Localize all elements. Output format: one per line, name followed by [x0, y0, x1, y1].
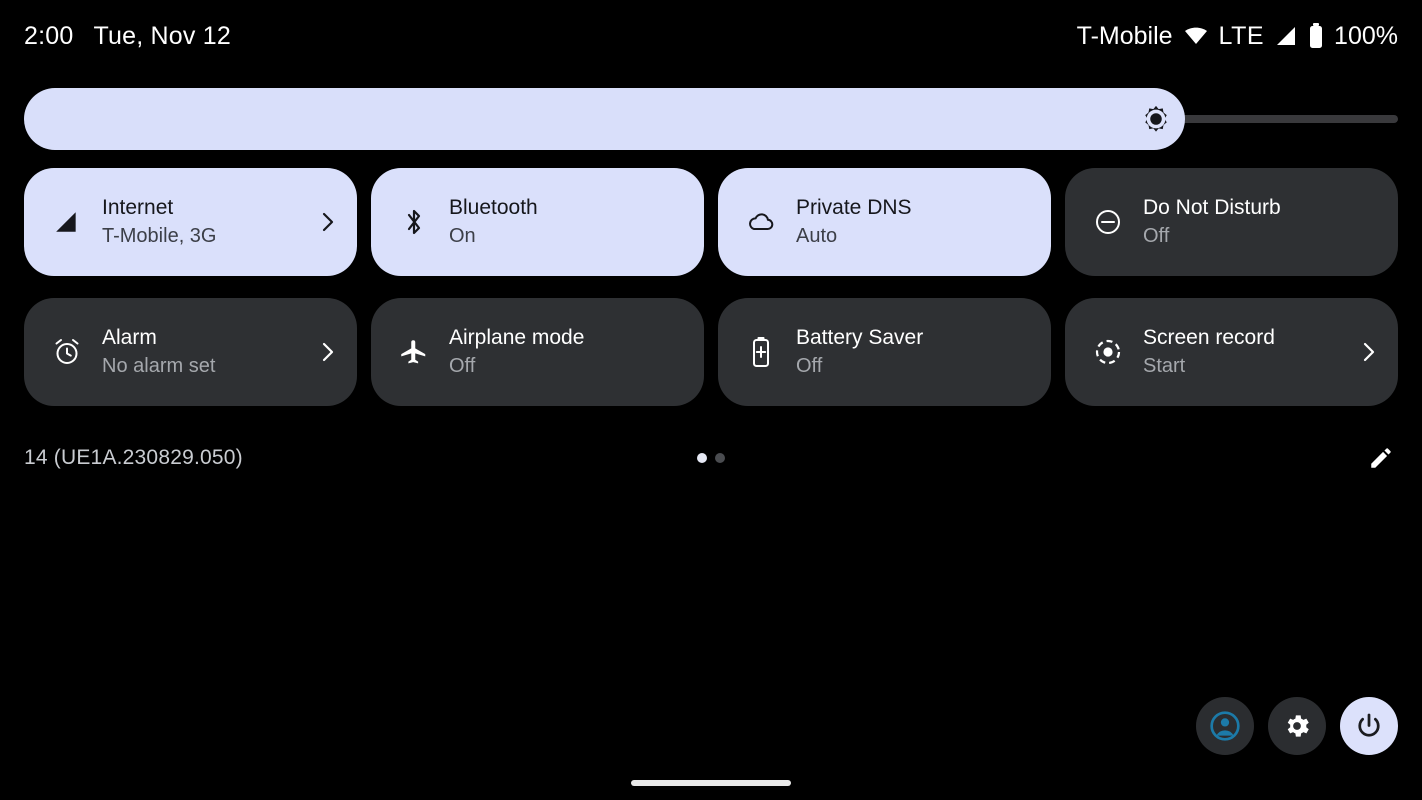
brightness-slider[interactable]	[24, 88, 1398, 150]
cell-signal-icon	[1274, 25, 1298, 47]
tile-subtitle: No alarm set	[102, 355, 216, 377]
tile-text: Bluetooth On	[449, 195, 646, 249]
settings-button[interactable]	[1268, 697, 1326, 755]
home-indicator[interactable]	[631, 780, 791, 786]
carrier-label: T-Mobile	[1076, 21, 1173, 50]
brightness-row	[24, 88, 1398, 150]
tile-subtitle: On	[449, 225, 476, 247]
status-bar: 2:00 Tue, Nov 12 T-Mobile LTE 100%	[0, 0, 1422, 72]
user-switcher-button[interactable]	[1196, 697, 1254, 755]
tile-title: Private DNS	[796, 196, 912, 219]
tile-title: Internet	[102, 196, 174, 219]
tile-private-dns[interactable]: Private DNS Auto	[718, 168, 1051, 276]
chevron-right-icon[interactable]	[317, 205, 339, 239]
cell-signal-icon	[50, 205, 84, 239]
chevron-right-icon[interactable]	[317, 335, 339, 369]
page-dot-active[interactable]	[697, 453, 707, 463]
tile-subtitle: Start	[1143, 355, 1186, 377]
battery-saver-icon	[744, 335, 778, 369]
page-indicator	[697, 453, 725, 463]
quick-settings-tile-grid: Internet T-Mobile, 3G Bluetooth On	[24, 168, 1398, 406]
tile-title: Alarm	[102, 326, 157, 349]
tile-battery-saver[interactable]: Battery Saver Off	[718, 298, 1051, 406]
bluetooth-icon	[397, 205, 431, 239]
tile-do-not-disturb[interactable]: Do Not Disturb Off	[1065, 168, 1398, 276]
quick-settings-footer: 14 (UE1A.230829.050)	[24, 438, 1398, 478]
status-time: 2:00	[24, 21, 74, 50]
tile-text: Private DNS Auto	[796, 195, 993, 249]
build-version-label: 14 (UE1A.230829.050)	[24, 446, 243, 469]
tile-airplane-mode[interactable]: Airplane mode Off	[371, 298, 704, 406]
do-not-disturb-icon	[1091, 205, 1125, 239]
tile-subtitle: T-Mobile, 3G	[102, 225, 217, 247]
tile-subtitle: Off	[796, 355, 823, 377]
brightness-fill	[24, 88, 1186, 150]
screen-record-icon	[1091, 335, 1125, 369]
alarm-clock-icon	[50, 335, 84, 369]
battery-full-icon	[1308, 23, 1324, 49]
pencil-edit-icon[interactable]	[1364, 441, 1398, 475]
status-bar-right: T-Mobile LTE 100%	[1077, 22, 1398, 51]
tile-title: Battery Saver	[796, 326, 924, 349]
footer-action-buttons	[1196, 697, 1398, 755]
chevron-right-icon[interactable]	[1358, 335, 1380, 369]
tile-text: Internet T-Mobile, 3G	[102, 195, 299, 249]
power-button[interactable]	[1340, 697, 1398, 755]
tile-screen-record[interactable]: Screen record Start	[1065, 298, 1398, 406]
network-type-label: LTE	[1218, 21, 1265, 50]
brightness-icon	[1141, 104, 1171, 134]
tile-title: Do Not Disturb	[1143, 196, 1281, 219]
tile-text: Alarm No alarm set	[102, 325, 299, 379]
wifi-icon	[1183, 25, 1209, 47]
status-bar-left: 2:00 Tue, Nov 12	[24, 22, 231, 51]
tile-bluetooth[interactable]: Bluetooth On	[371, 168, 704, 276]
tile-subtitle: Off	[449, 355, 476, 377]
tile-text: Battery Saver Off	[796, 325, 993, 379]
airplane-icon	[397, 335, 431, 369]
tile-text: Airplane mode Off	[449, 325, 646, 379]
tile-title: Airplane mode	[449, 326, 585, 349]
tile-internet[interactable]: Internet T-Mobile, 3G	[24, 168, 357, 276]
tile-text: Do Not Disturb Off	[1143, 195, 1340, 249]
tile-text: Screen record Start	[1143, 325, 1340, 379]
tile-title: Bluetooth	[449, 196, 538, 219]
page-dot-inactive[interactable]	[715, 453, 725, 463]
battery-percent-label: 100%	[1334, 21, 1398, 50]
tile-title: Screen record	[1143, 326, 1275, 349]
tile-alarm[interactable]: Alarm No alarm set	[24, 298, 357, 406]
cloud-icon	[744, 205, 778, 239]
status-date: Tue, Nov 12	[93, 21, 231, 50]
tile-subtitle: Auto	[796, 225, 838, 247]
tile-subtitle: Off	[1143, 225, 1170, 247]
